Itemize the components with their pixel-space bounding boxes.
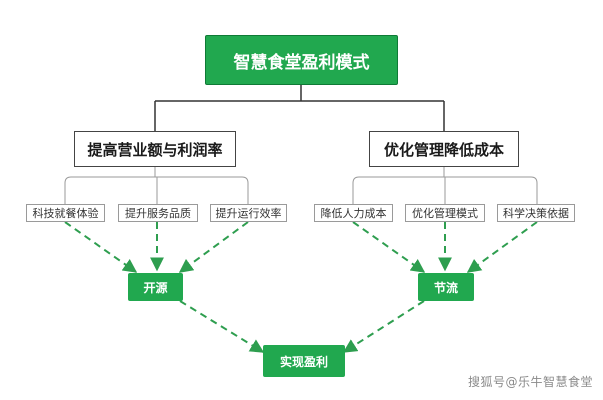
leaf-right-2: 优化管理模式 [405,204,485,222]
arrow-right-leaf-1 [352,221,426,273]
result-profit: 实现盈利 [263,345,345,377]
arrow-right-leaf-3 [466,221,538,273]
arrow-left-leaf-1 [64,221,138,273]
leaf-right-1: 降低人力成本 [314,204,393,222]
leaf-left-1: 科技就餐体验 [26,204,105,222]
watermark: 搜狐号@乐牛智慧食堂 [467,375,593,389]
outcome-open-source: 开源 [128,273,183,301]
leaf-left-3: 提升运行效率 [210,204,287,222]
leaf-right-3: 科学决策依据 [497,204,575,222]
left-leaf-bracket [64,176,249,204]
tree-connectors [154,85,445,131]
leaf-connectors [64,167,538,204]
diagram-title: 智慧食堂盈利模式 [205,35,398,85]
arrow-open-to-result [179,300,265,353]
right-leaf-bracket [352,176,538,204]
arrow-save-to-result [342,300,425,353]
arrow-left-leaf-3 [178,221,249,273]
branch-left: 提高营业额与利润率 [74,131,236,167]
outcome-cost-saving: 节流 [418,273,474,301]
branch-right: 优化管理降低成本 [369,131,519,167]
flow-arrows [64,221,538,353]
leaf-left-2: 提升服务品质 [118,204,198,222]
